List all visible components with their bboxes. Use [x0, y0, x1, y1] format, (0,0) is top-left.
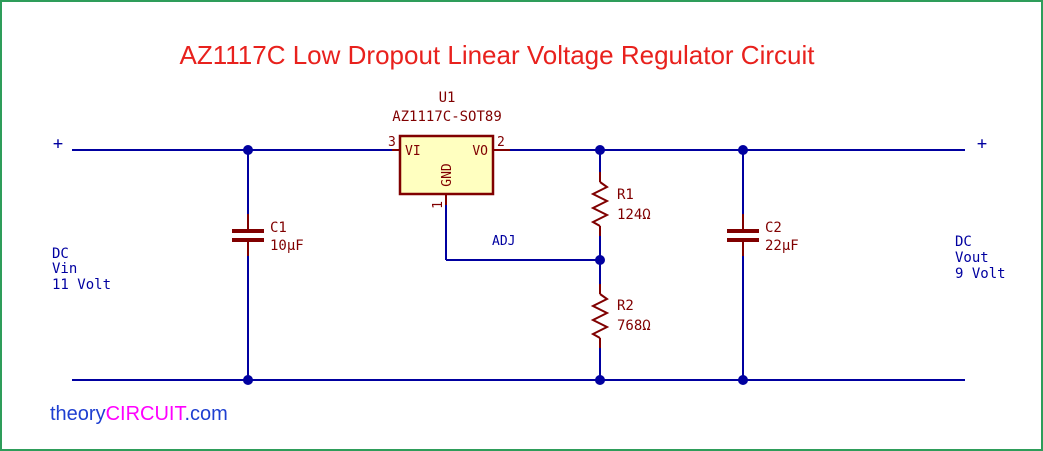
c1-ref-label: C1 — [270, 220, 287, 236]
r1-zigzag — [590, 181, 610, 227]
input-label-line1: DC — [52, 246, 69, 262]
resistor-r2 — [590, 284, 610, 348]
junction-dots — [243, 145, 748, 385]
adj-net-label: ADJ — [492, 234, 515, 249]
brand-watermark: theoryCIRCUIT.com — [50, 403, 228, 425]
c1-value-label: 10µF — [270, 238, 304, 254]
junction-dot — [595, 145, 605, 155]
ic-pin-in-label: VI — [405, 144, 421, 159]
output-label-line2: Vout — [955, 250, 989, 266]
ic-pin-out-number: 2 — [497, 135, 505, 150]
brand-part-theory: theory — [50, 403, 106, 425]
ic-pin-in-number: 3 — [388, 135, 396, 150]
ic-value-label: AZ1117C-SOT89 — [392, 109, 502, 125]
ic-pin-out-label: VO — [472, 144, 488, 159]
r1-ref-label: R1 — [617, 187, 634, 203]
r2-zigzag — [590, 293, 610, 339]
capacitor-c1: C1 10µF — [232, 214, 304, 256]
junction-dot — [243, 145, 253, 155]
brand-part-com: .com — [184, 403, 227, 425]
junction-dot — [738, 375, 748, 385]
junction-dot — [595, 255, 605, 265]
junction-dot — [738, 145, 748, 155]
resistor-r1 — [590, 172, 610, 236]
r2-value-label: 768Ω — [617, 318, 651, 334]
diagram-title: AZ1117C Low Dropout Linear Voltage Regul… — [180, 40, 816, 70]
output-plus-sign: + — [977, 134, 987, 154]
junction-dot — [243, 375, 253, 385]
ic-body — [398, 134, 495, 196]
r1-value-label: 124Ω — [617, 207, 651, 223]
ic-pin-gnd-label: GND — [440, 163, 455, 187]
ic-ref-label: U1 — [439, 90, 456, 106]
ic-pin-gnd-number: 1 — [431, 201, 446, 209]
c2-ref-label: C2 — [765, 220, 782, 236]
input-plus-sign: + — [53, 134, 63, 154]
r2-ref-label: R2 — [617, 298, 634, 314]
output-label-line3: 9 Volt — [955, 266, 1006, 282]
brand-part-circuit: CIRCUIT — [106, 403, 187, 425]
wires — [72, 149, 965, 381]
input-label-line2: Vin — [52, 261, 77, 277]
output-label-line1: DC — [955, 234, 972, 250]
capacitor-c2: C2 22µF — [727, 214, 799, 256]
junction-dot — [595, 375, 605, 385]
regulator-ic: U1 AZ1117C-SOT89 VI VO GND 3 2 1 — [388, 90, 510, 209]
input-label-line3: 11 Volt — [52, 277, 111, 293]
c2-value-label: 22µF — [765, 238, 799, 254]
